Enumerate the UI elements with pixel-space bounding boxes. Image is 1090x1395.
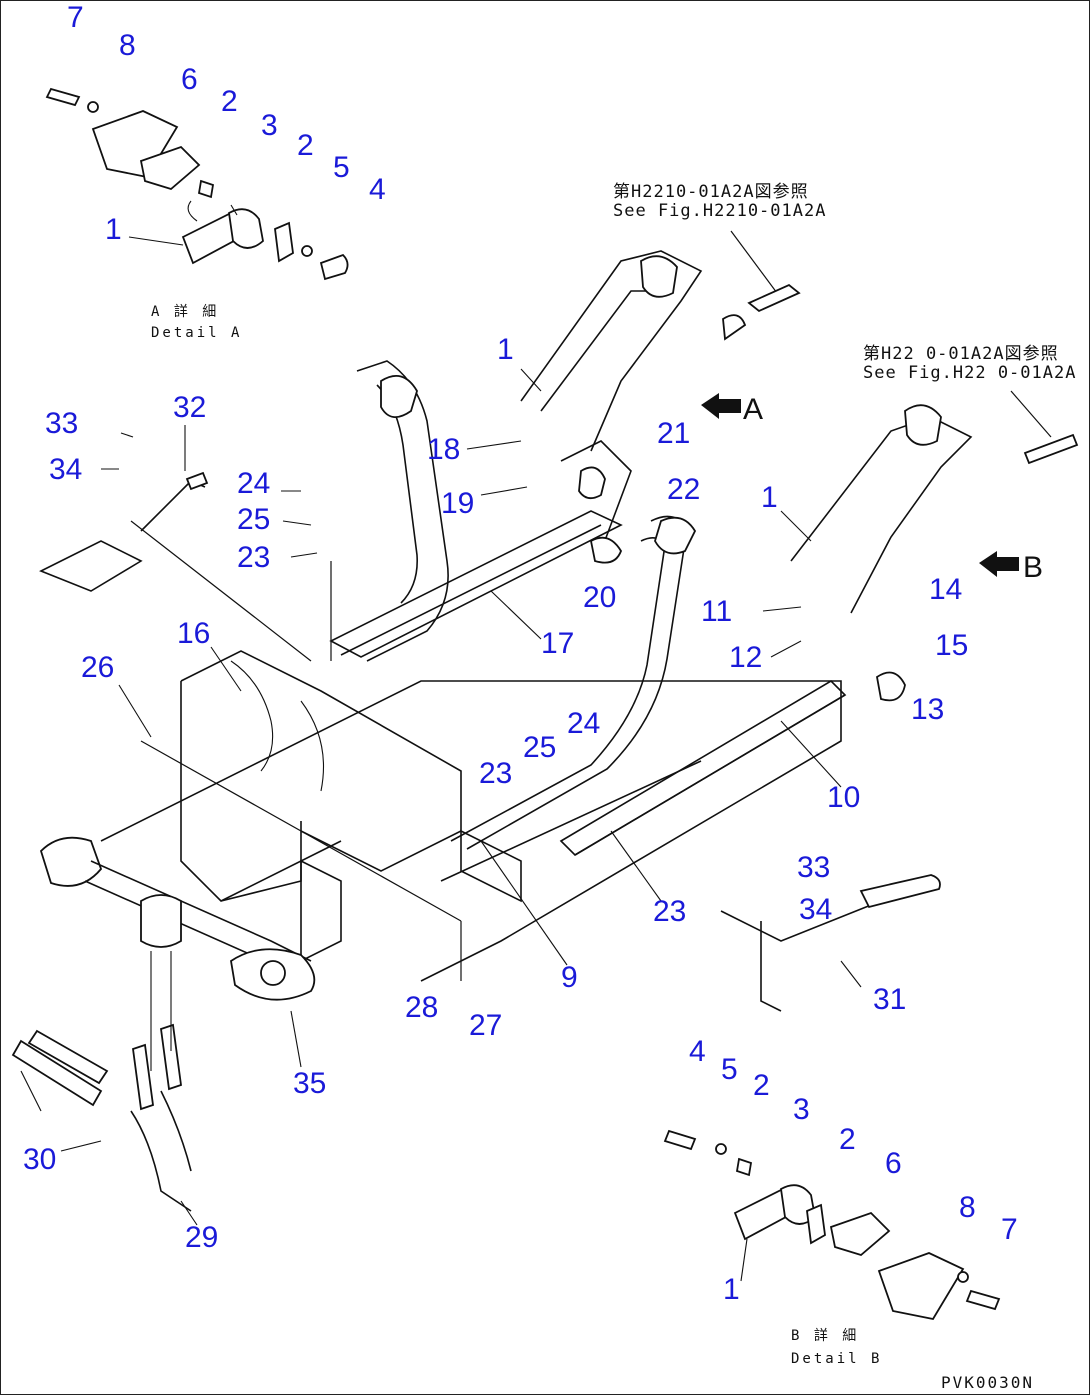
detail-b-label-jp: B 詳 細 (791, 1328, 860, 1344)
reference-leader-top (730, 230, 778, 294)
callout-1-detail-b[interactable]: 1 (723, 1273, 740, 1306)
callout-4-detail-a[interactable]: 4 (369, 173, 386, 206)
callout-24-main-upper[interactable]: 24 (237, 467, 271, 500)
callout-34-main-left[interactable]: 34 (49, 453, 83, 486)
callout-33-main-right[interactable]: 33 (797, 851, 831, 884)
callout-16[interactable]: 16 (177, 617, 211, 650)
callout-35[interactable]: 35 (293, 1067, 327, 1100)
detail-a-drawing (45, 87, 349, 281)
callout-1-main-right[interactable]: 1 (761, 481, 778, 514)
callout-2-detail-b-upper[interactable]: 2 (753, 1069, 770, 1102)
callout-9[interactable]: 9 (561, 961, 578, 994)
callout-8-detail-a[interactable]: 8 (119, 29, 136, 62)
callout-18[interactable]: 18 (427, 433, 461, 466)
callout-2-detail-a-lower[interactable]: 2 (297, 129, 314, 162)
callout-17[interactable]: 17 (541, 627, 575, 660)
callout-26[interactable]: 26 (81, 651, 115, 684)
detail-b-label-en: Detail B (791, 1351, 883, 1367)
callout-leaders (60, 236, 862, 1282)
callout-6-detail-a[interactable]: 6 (181, 63, 198, 96)
drawing-code: PVK0030N (941, 1373, 1035, 1392)
callout-8-detail-b[interactable]: 8 (959, 1191, 976, 1224)
main-frame-drawing (11, 250, 973, 1212)
callout-31[interactable]: 31 (873, 983, 907, 1016)
callout-22[interactable]: 22 (667, 473, 701, 506)
callout-11[interactable]: 11 (701, 595, 733, 628)
callout-32[interactable]: 32 (173, 391, 207, 424)
callout-19[interactable]: 19 (441, 487, 475, 520)
view-arrow-b-icon (979, 551, 1019, 577)
callout-24-main-middle[interactable]: 24 (567, 707, 601, 740)
detail-b-drawing (663, 1129, 1001, 1321)
callout-25-main-upper[interactable]: 25 (237, 503, 271, 536)
callout-23-main-lower[interactable]: 23 (653, 895, 687, 928)
callout-1-detail-a[interactable]: 1 (105, 213, 122, 246)
callout-3-detail-b[interactable]: 3 (793, 1093, 810, 1126)
callout-5-detail-a[interactable]: 5 (333, 151, 350, 184)
view-arrow-a-icon (701, 393, 741, 419)
callout-4-detail-b[interactable]: 4 (689, 1035, 706, 1068)
reference-note-right-jp: 第H22 0-01A2A図参照 (863, 344, 1059, 364)
callout-12[interactable]: 12 (729, 641, 763, 674)
callout-1-main-left[interactable]: 1 (497, 333, 514, 366)
view-arrow-a-letter: A (743, 393, 764, 426)
callout-29[interactable]: 29 (185, 1221, 219, 1254)
view-arrow-b-letter: B (1023, 551, 1044, 584)
callout-27[interactable]: 27 (469, 1009, 503, 1042)
callout-20[interactable]: 20 (583, 581, 617, 614)
callout-25-main-middle[interactable]: 25 (523, 731, 557, 764)
reference-note-top-en: See Fig.H2210-01A2A (613, 201, 827, 221)
callout-5-detail-b[interactable]: 5 (721, 1053, 738, 1086)
callout-34-main-right[interactable]: 34 (799, 893, 833, 926)
callout-30[interactable]: 30 (23, 1143, 57, 1176)
detail-a-label-en: Detail A (151, 325, 243, 341)
callout-2-detail-a-upper[interactable]: 2 (221, 85, 238, 118)
callout-13[interactable]: 13 (911, 693, 945, 726)
callout-14[interactable]: 14 (929, 573, 963, 606)
callout-23-main-middle[interactable]: 23 (479, 757, 513, 790)
detail-a-label-jp: A 詳 細 (151, 304, 220, 320)
callout-23-main-upper[interactable]: 23 (237, 541, 271, 574)
callout-21[interactable]: 21 (657, 417, 691, 450)
callout-7-detail-b[interactable]: 7 (1001, 1213, 1018, 1246)
callout-10[interactable]: 10 (827, 781, 861, 814)
reference-note-top-jp: 第H2210-01A2A図参照 (613, 182, 809, 202)
callout-15[interactable]: 15 (935, 629, 969, 662)
callout-28[interactable]: 28 (405, 991, 439, 1024)
reference-note-right-en: See Fig.H22 0-01A2A (863, 363, 1077, 383)
callout-6-detail-b[interactable]: 6 (885, 1147, 902, 1180)
callout-2-detail-b-lower[interactable]: 2 (839, 1123, 856, 1156)
callout-3-detail-a[interactable]: 3 (261, 109, 278, 142)
callout-7-detail-a[interactable]: 7 (67, 1, 84, 34)
callout-33-main-left[interactable]: 33 (45, 407, 79, 440)
